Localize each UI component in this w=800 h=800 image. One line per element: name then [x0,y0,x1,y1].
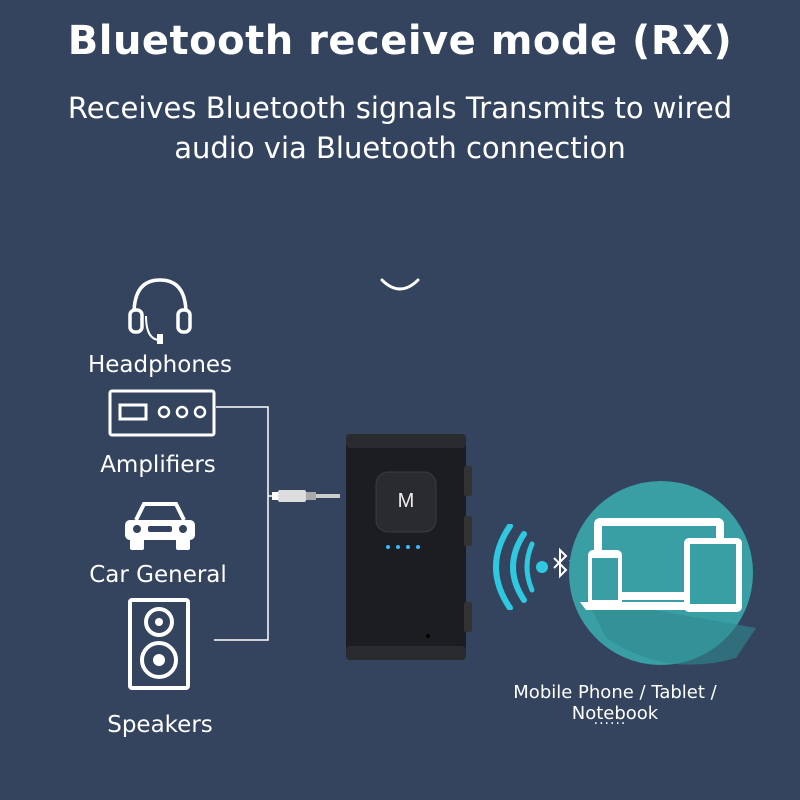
smile-decoration [380,278,420,291]
connection-lines [214,406,340,641]
amplifiers-label: Amplifiers [100,452,216,478]
speakers-label: Speakers [107,712,213,738]
car-general-label: Car General [89,562,227,588]
bluetooth-receiver-icon [346,434,472,660]
page-subtitle: Receives Bluetooth signals Transmits to … [67,91,733,165]
sources-label: Mobile Phone / Tablet / Notebook [513,682,717,724]
speaker-icon [128,598,190,690]
page-title: Bluetooth receive mode (RX) [67,18,733,64]
car-icon [125,502,195,550]
headphones-label: Headphones [87,352,233,378]
bluetooth-signal-icon [493,524,573,610]
amplifier-icon [108,389,216,437]
sources-ellipsis: ...... [593,712,627,728]
devices-illustration [569,481,756,665]
mode-button: M [397,490,415,512]
headphones-icon [128,278,192,344]
